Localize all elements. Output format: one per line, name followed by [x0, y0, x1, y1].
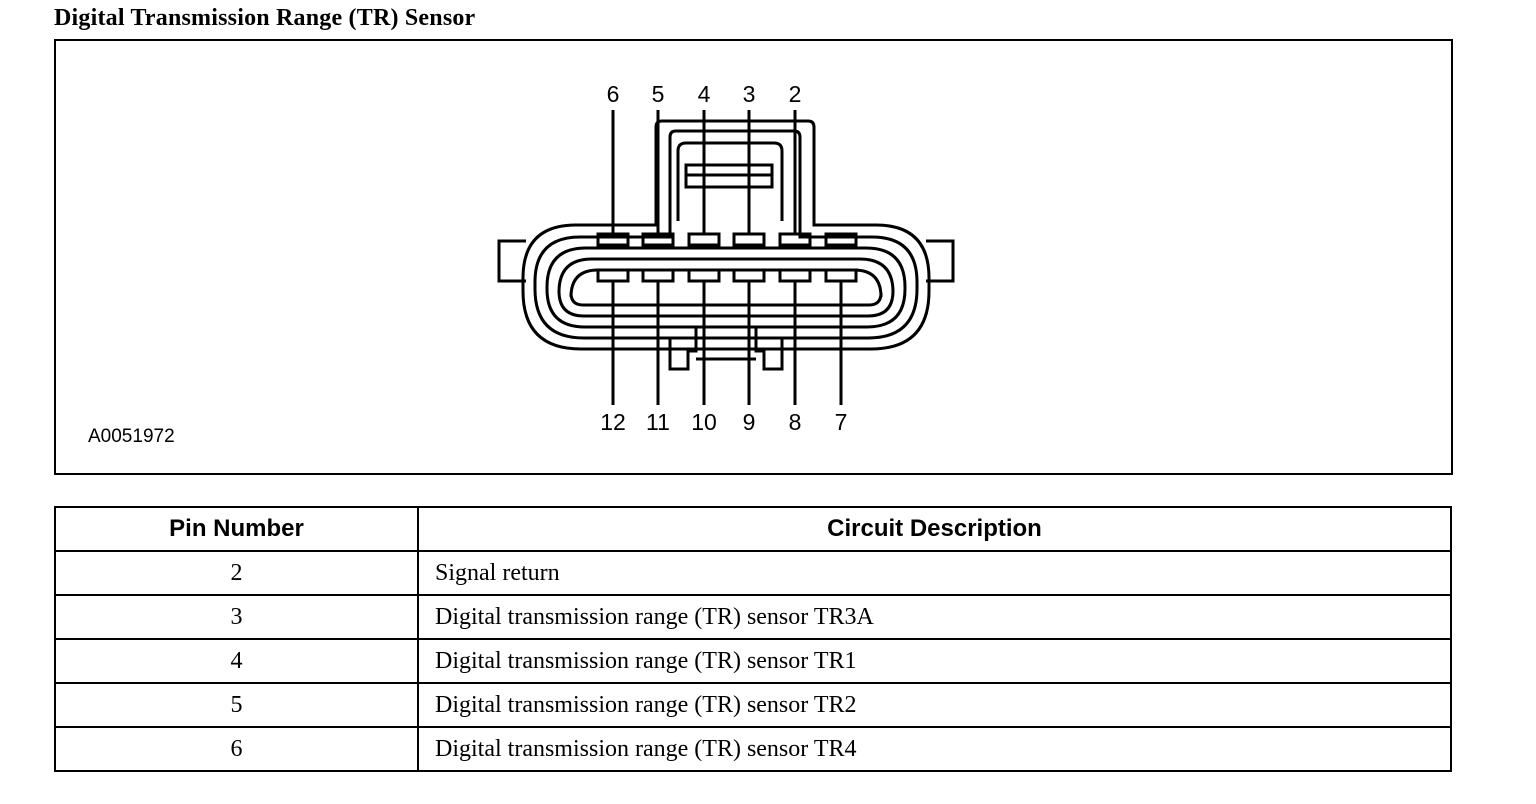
bottom-pin-label: 7 [835, 409, 848, 435]
connector-right-tab [926, 239, 955, 283]
column-header-pin-number: Pin Number [54, 506, 419, 552]
circuit-description-cell: Digital transmission range (TR) sensor T… [417, 594, 1452, 640]
pin-number-cell: 3 [54, 594, 419, 640]
connector-inner-shell-2 [557, 257, 895, 318]
pin-slot-bottom [641, 268, 675, 283]
connector-outer-shell-1 [521, 119, 931, 351]
top-pin-label: 3 [743, 81, 756, 107]
table-row: 2 Signal return [54, 550, 1452, 596]
top-pin-label: 4 [698, 81, 711, 107]
table-row: 5 Digital transmission range (TR) sensor… [54, 682, 1452, 728]
pin-slot-top [687, 232, 721, 247]
bottom-pin-label: 11 [646, 409, 670, 435]
connector-left-tab [497, 239, 526, 283]
pin-number-cell: 5 [54, 682, 419, 728]
connector-latch-outer [676, 141, 784, 221]
page-title: Digital Transmission Range (TR) Sensor [54, 5, 476, 31]
top-pin-label: 2 [789, 81, 802, 107]
connector-latch-slot [684, 163, 774, 189]
pin-table: Pin Number Circuit Description 2 Signal … [54, 506, 1452, 772]
column-header-circuit-description: Circuit Description [417, 506, 1452, 552]
table-row: 6 Digital transmission range (TR) sensor… [54, 726, 1452, 772]
connector-key-left [668, 327, 698, 371]
connector-outer-shell-2 [533, 129, 919, 340]
table-row: 4 Digital transmission range (TR) sensor… [54, 638, 1452, 684]
connector-inner-shell-3 [569, 268, 883, 307]
bottom-pin-label: 8 [789, 409, 802, 435]
pin-slot-bottom [596, 268, 630, 283]
table-header-row: Pin Number Circuit Description [54, 506, 1452, 552]
circuit-description-cell: Digital transmission range (TR) sensor T… [417, 682, 1452, 728]
pin-slot-bottom [824, 268, 858, 283]
connector-figure: 6 5 4 3 2 12 11 10 9 8 7 A0051972 [54, 39, 1453, 475]
connector-diagram: 6 5 4 3 2 12 11 10 9 8 7 [497, 81, 955, 435]
table-row: 3 Digital transmission range (TR) sensor… [54, 594, 1452, 640]
circuit-description-cell: Digital transmission range (TR) sensor T… [417, 726, 1452, 772]
pin-number-cell: 6 [54, 726, 419, 772]
top-pin-label: 6 [607, 81, 620, 107]
connector-key-right [754, 327, 784, 371]
top-pin-label: 5 [652, 81, 665, 107]
bottom-pin-label: 12 [600, 409, 626, 435]
circuit-description-cell: Signal return [417, 550, 1452, 596]
pin-slot-bottom [687, 268, 721, 283]
pin-slot-bottom [778, 268, 812, 283]
pin-slot-top [732, 232, 766, 247]
bottom-pin-label: 9 [743, 409, 756, 435]
bottom-pin-label: 10 [691, 409, 717, 435]
pin-slot-bottom [732, 268, 766, 283]
pin-number-cell: 2 [54, 550, 419, 596]
connector-inner-shell-1 [545, 246, 907, 329]
pin-slot-top [824, 232, 858, 247]
pin-number-cell: 4 [54, 638, 419, 684]
figure-code: A0051972 [88, 426, 175, 447]
circuit-description-cell: Digital transmission range (TR) sensor T… [417, 638, 1452, 684]
